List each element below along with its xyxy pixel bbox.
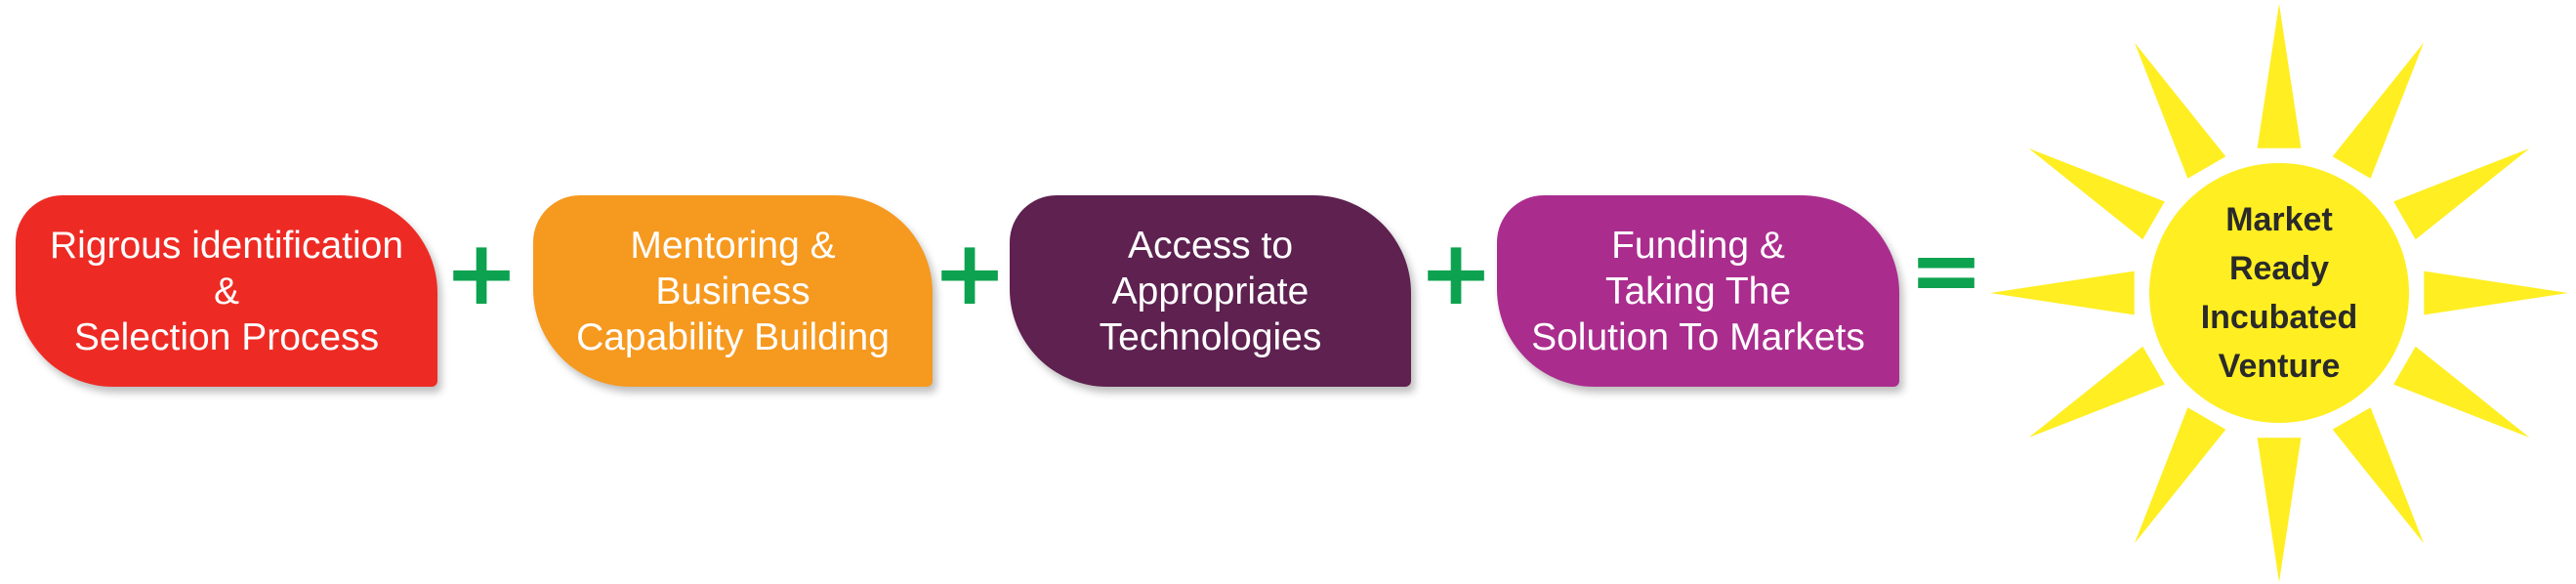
result-text: Market Ready Incubated Venture [2200, 201, 2358, 385]
sun-ray [2393, 148, 2530, 240]
plus-operator-1: + [443, 221, 519, 325]
sun-ray [2424, 271, 2568, 315]
plus-operator-3: + [1418, 221, 1494, 325]
sun-ray [2135, 407, 2226, 544]
result-sun: Market Ready Incubated Venture [1982, 0, 2576, 584]
step-technologies-text: Access to Appropriate Technologies [1099, 224, 1322, 358]
step-funding-text: Funding & Taking The Solution To Markets [1531, 224, 1865, 358]
step-funding: Funding & Taking The Solution To Markets [1497, 195, 1899, 387]
sun-ray [2028, 148, 2165, 240]
step-mentoring: Mentoring & Business Capability Building [533, 195, 933, 387]
step-selection-process-text: Rigrous identification & Selection Proce… [49, 224, 404, 358]
sun-ray [2257, 4, 2302, 148]
sun-ray [2135, 42, 2226, 179]
step-selection-process: Rigrous identification & Selection Proce… [16, 195, 437, 387]
sun-ray [2332, 42, 2424, 179]
plus-operator-2: + [932, 221, 1008, 325]
sun-disc [2149, 163, 2409, 423]
sun-ray [2332, 407, 2424, 544]
sun-icon [1990, 4, 2568, 582]
sun-ray [1990, 271, 2135, 315]
equals-operator: = [1908, 218, 1984, 322]
step-mentoring-text: Mentoring & Business Capability Building [576, 224, 890, 358]
sun-ray [2393, 346, 2530, 438]
sun-ray [2028, 346, 2165, 438]
step-technologies: Access to Appropriate Technologies [1010, 195, 1411, 387]
sun-ray [2257, 438, 2302, 582]
